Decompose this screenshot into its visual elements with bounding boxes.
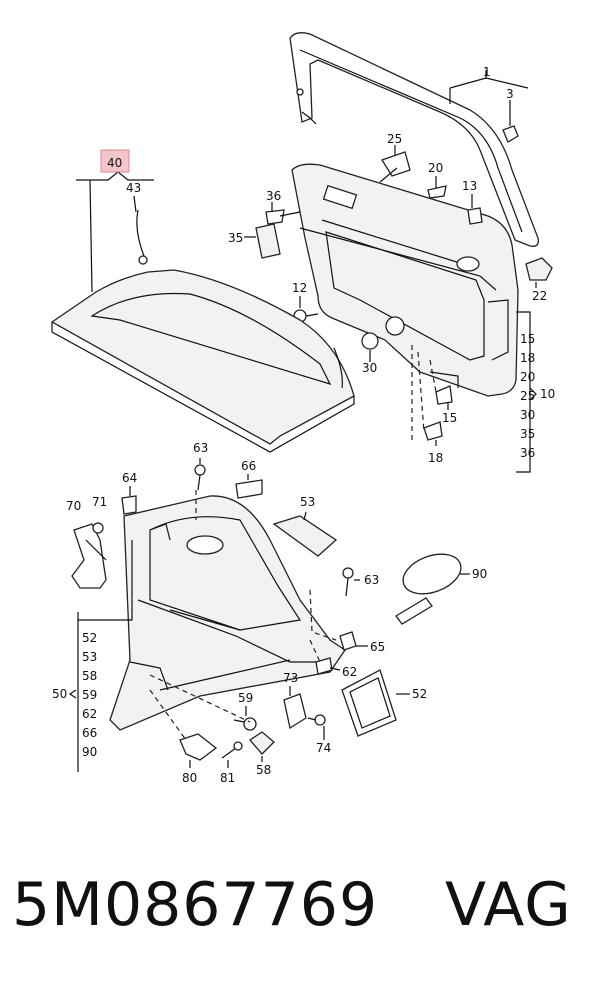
callout-25: 25: [387, 132, 402, 146]
group-10-item: 25: [520, 389, 535, 403]
clip-13: [467, 207, 483, 225]
clip-3: [502, 125, 519, 143]
callout-64: 64: [122, 471, 137, 485]
group-10-item: 20: [520, 370, 535, 384]
plug-30: [361, 332, 379, 350]
group-10-list: 15 18 20 25 30 35 36: [520, 332, 535, 460]
clip-15: [435, 385, 453, 405]
clip-18: [423, 421, 443, 441]
brand-label: VAG: [445, 870, 572, 940]
callout-63-right: 63: [364, 573, 379, 587]
strap-90: [395, 553, 462, 625]
screw-63-top: [194, 464, 206, 491]
callout-highlight-40: [100, 149, 130, 173]
screw-59: [233, 717, 257, 731]
callout-59: 59: [238, 691, 253, 705]
group-50-item: 59: [82, 688, 97, 702]
callout-70: 70: [66, 499, 81, 513]
screw-63-right: [342, 567, 354, 597]
callout-52: 52: [412, 687, 427, 701]
callout-35: 35: [228, 231, 243, 245]
callout-13: 13: [462, 179, 477, 193]
group-10-item: 15: [520, 332, 535, 346]
handle-22: [525, 257, 553, 281]
group-50-item: 66: [82, 726, 97, 740]
callout-58: 58: [256, 763, 271, 777]
callout-74: 74: [316, 741, 331, 755]
frame-52: [341, 669, 397, 737]
callout-90: 90: [472, 567, 487, 581]
part-number: 5M0867769: [12, 870, 379, 940]
callout-30: 30: [362, 361, 377, 375]
group-50-item: 53: [82, 650, 97, 664]
caption: 5M0867769 VAG: [0, 860, 600, 970]
callout-50: 50: [52, 687, 67, 701]
nut-71: [92, 522, 104, 534]
callout-81: 81: [220, 771, 235, 785]
clip-65: [339, 631, 357, 651]
callout-36: 36: [266, 189, 281, 203]
group-10-item: 18: [520, 351, 535, 365]
callout-12: 12: [292, 281, 307, 295]
cover-53: [272, 515, 338, 557]
callout-15: 15: [442, 411, 457, 425]
group-10-item: 36: [520, 446, 535, 460]
luggage-side-trim: [109, 495, 346, 731]
clip-62: [315, 657, 333, 675]
bracket-70: [71, 523, 107, 589]
callout-53: 53: [300, 495, 315, 509]
group-50-item: 58: [82, 669, 97, 683]
callout-62: 62: [342, 665, 357, 679]
callout-63-top: 63: [193, 441, 208, 455]
group-10-item: 30: [520, 408, 535, 422]
screw-74: [307, 714, 326, 726]
group-10-item: 35: [520, 427, 535, 441]
parcel-shelf: [50, 209, 355, 453]
group-50-list: 52 53 58 59 62 66 90: [82, 631, 97, 759]
callout-40: 40: [107, 156, 122, 170]
hook-80: [179, 733, 218, 761]
clip-36: [265, 209, 285, 225]
clip-64: [121, 495, 137, 515]
clip-66: [235, 479, 263, 499]
tailgate-inner-panel: [291, 163, 519, 397]
bracket-25: [381, 151, 411, 177]
callout-71: 71: [92, 495, 107, 509]
callout-18: 18: [428, 451, 443, 465]
cap-58: [249, 731, 275, 755]
callout-73: 73: [283, 671, 298, 685]
callout-3: 3: [506, 87, 514, 101]
cover-35: [255, 223, 281, 259]
callout-65: 65: [370, 640, 385, 654]
tailgate-frame-trim: [289, 32, 539, 247]
callout-43: 43: [126, 181, 141, 195]
callout-22: 22: [532, 289, 547, 303]
clip-20: [427, 185, 447, 199]
callout-1: 1: [483, 65, 491, 79]
group-50-item: 52: [82, 631, 97, 645]
callout-66: 66: [241, 459, 256, 473]
group-50-item: 90: [82, 745, 97, 759]
callout-20: 20: [428, 161, 443, 175]
parts-exploded-diagram: 1 3 25 20 13 36 35 22 12 30 15 18 40 43 …: [50, 32, 555, 785]
group-50-item: 62: [82, 707, 97, 721]
screw-81: [221, 741, 243, 759]
callout-10: 10: [540, 387, 555, 401]
bracket-73: [283, 693, 307, 730]
callout-80: 80: [182, 771, 197, 785]
